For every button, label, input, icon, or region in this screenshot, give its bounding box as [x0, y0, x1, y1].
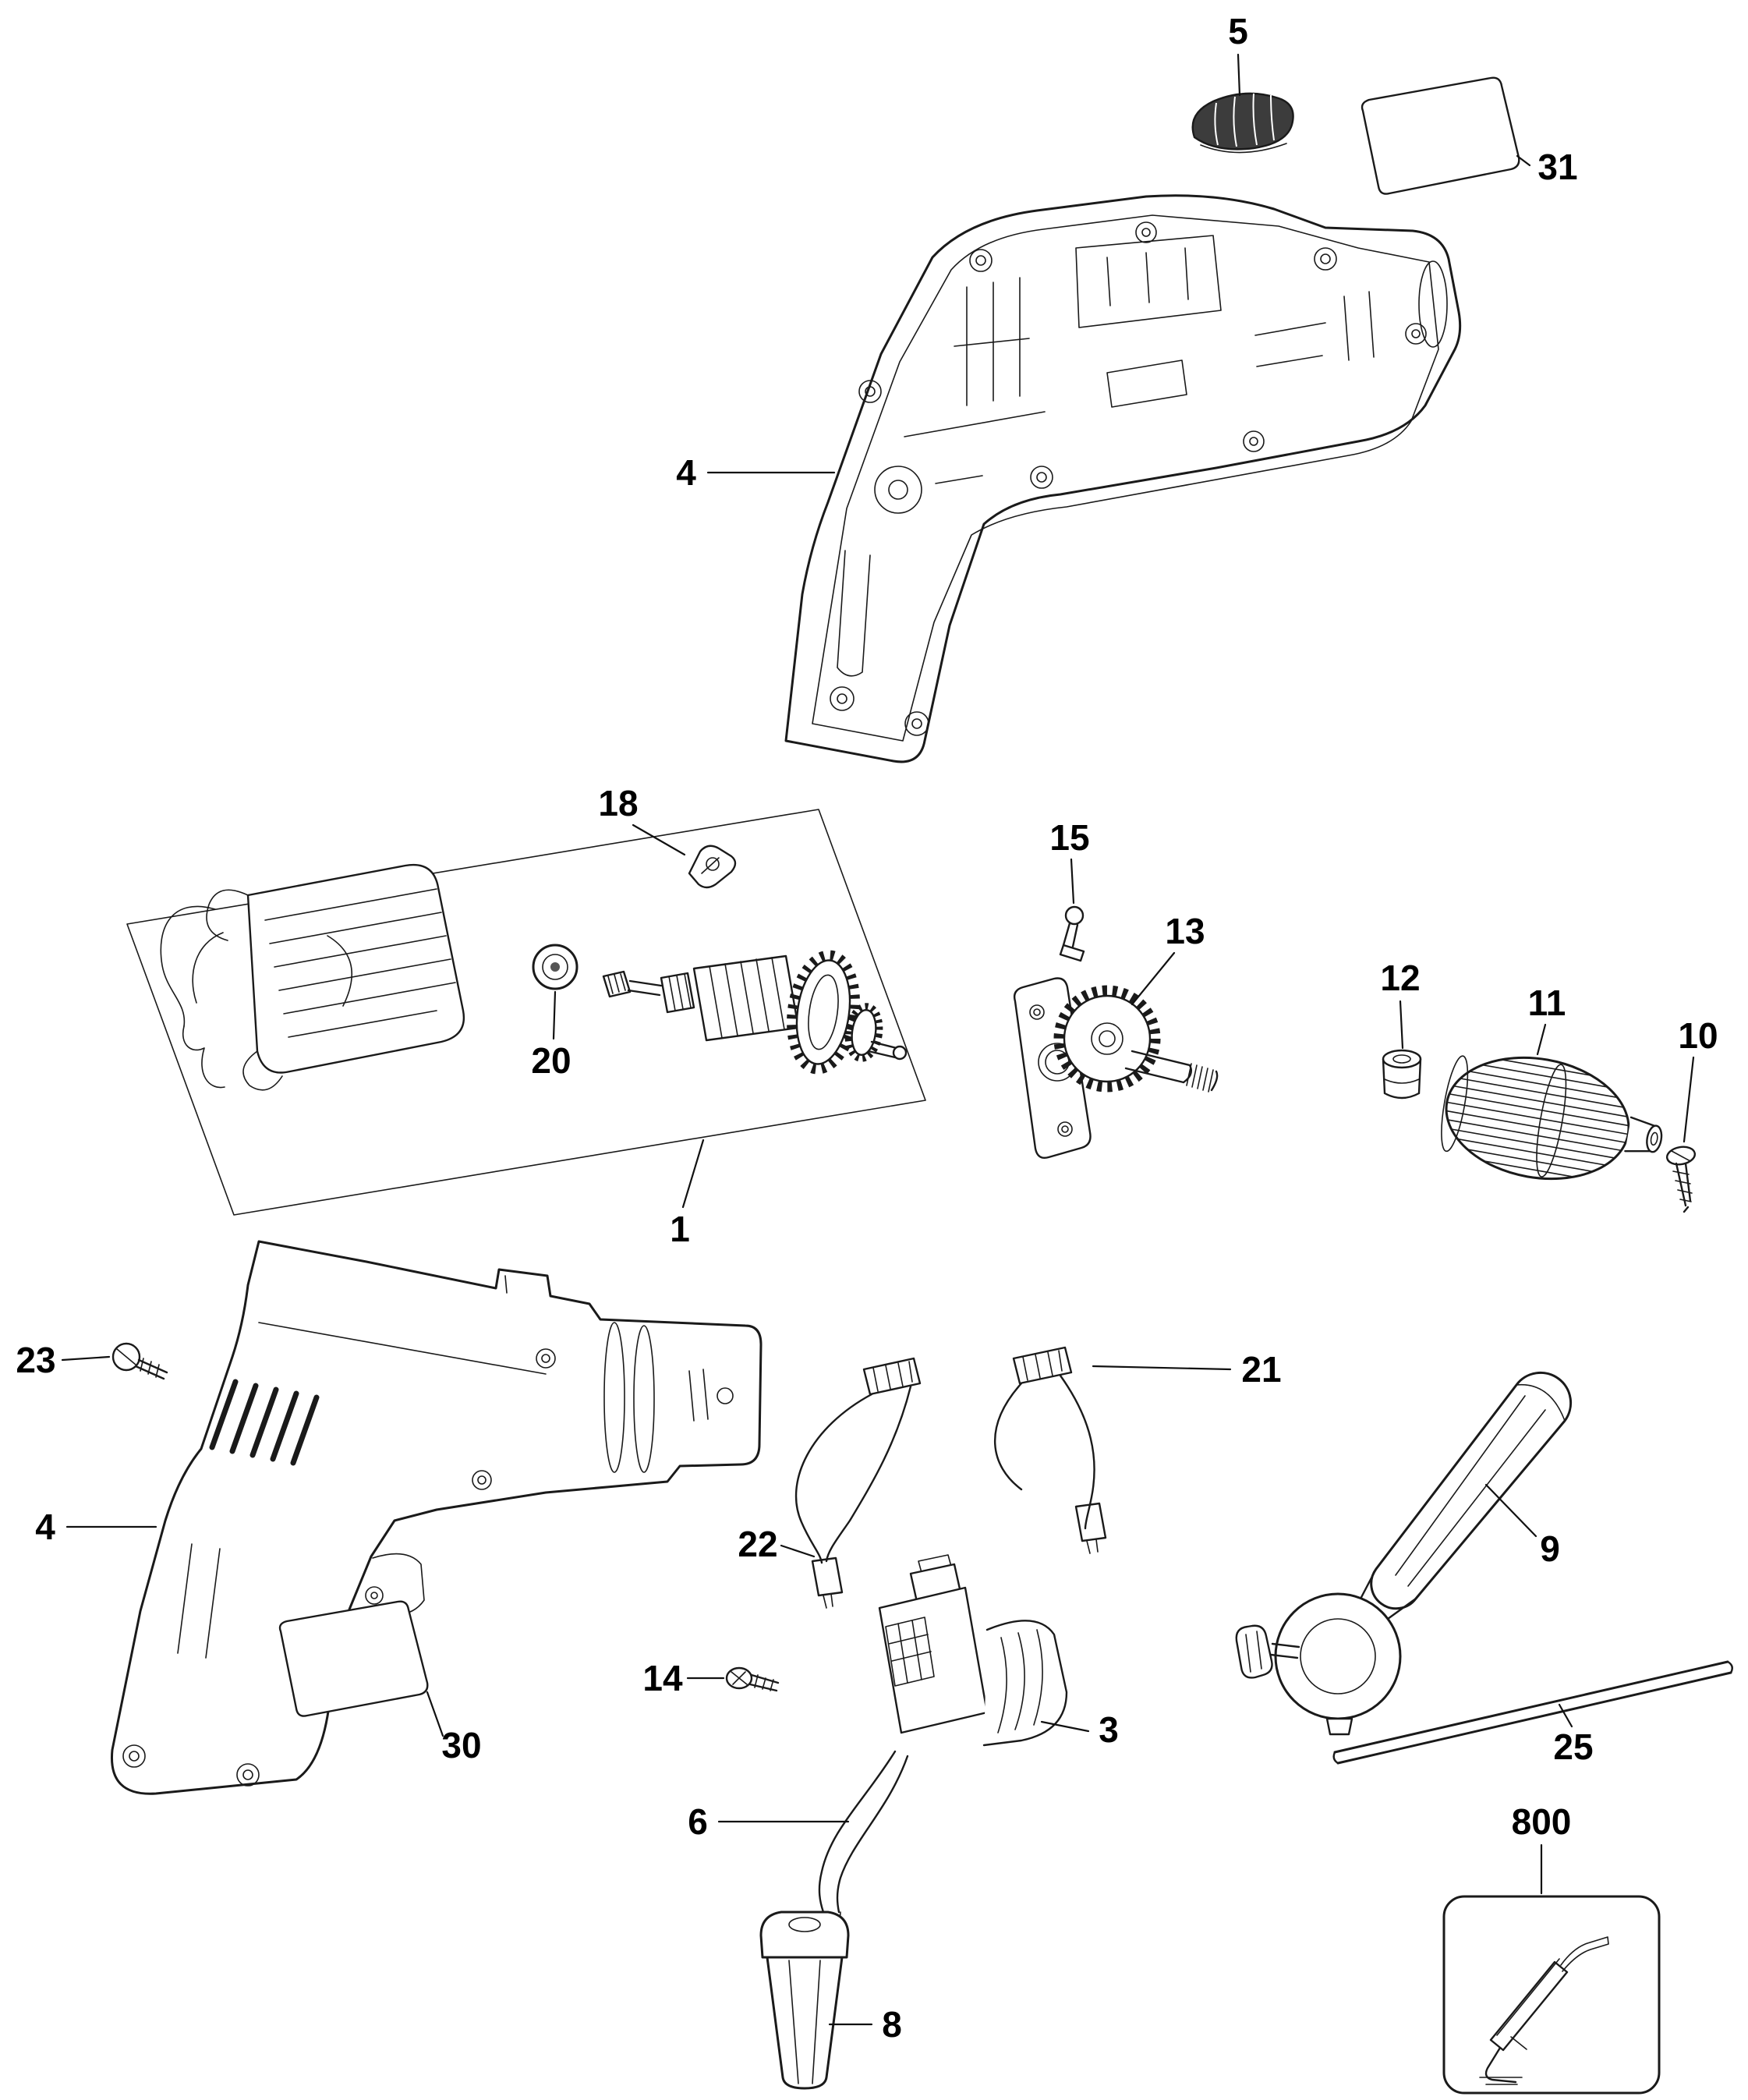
- leader-15: [1070, 858, 1075, 905]
- part-21-brush-assembly: [994, 1346, 1107, 1554]
- leader-1: [681, 1139, 705, 1209]
- leader-22: [780, 1544, 816, 1558]
- part-9-side-handle: [1235, 1371, 1573, 1736]
- callout-label-10: 10: [1678, 1015, 1718, 1056]
- callout-label-25: 25: [1553, 1726, 1593, 1767]
- callout-label-4-upper: 4: [676, 452, 696, 493]
- callout-label-4-lower: 4: [35, 1507, 55, 1547]
- callout-label-30: 30: [441, 1725, 481, 1765]
- part-1-motor-assembly: [126, 809, 926, 1216]
- callout-label-31: 31: [1537, 147, 1577, 187]
- part-3-switch: [878, 1554, 1068, 1747]
- part-11-chuck: [1441, 1055, 1663, 1181]
- armature-pinion: [844, 1003, 883, 1062]
- callout-label-20: 20: [531, 1040, 571, 1081]
- callout-label-8: 8: [882, 2004, 902, 2045]
- callout-label-13: 13: [1165, 911, 1205, 951]
- part-12-bushing: [1382, 1049, 1422, 1100]
- part-31-nameplate: [1361, 76, 1520, 195]
- grease-gun-icon: [1479, 1936, 1609, 2085]
- part-10-screw: [1665, 1146, 1697, 1213]
- part-15-retainer: [1059, 905, 1085, 962]
- callout-labels: 5 31 4 18 20 1 15 13 12 11 10 23 4 22 21…: [16, 11, 1718, 2045]
- callout-label-3: 3: [1099, 1709, 1119, 1750]
- part-30-nameplate: [278, 1600, 429, 1717]
- leader-25: [1558, 1703, 1573, 1728]
- leader-3: [1040, 1720, 1090, 1733]
- armature: [602, 950, 908, 1075]
- field-stator: [160, 863, 465, 1091]
- callout-label-23: 23: [16, 1340, 55, 1380]
- callout-label-14: 14: [642, 1658, 683, 1698]
- part-4-upper-housing: [784, 194, 1462, 763]
- leader-10: [1683, 1056, 1695, 1143]
- callout-label-1: 1: [670, 1209, 690, 1249]
- callout-label-21: 21: [1241, 1349, 1281, 1390]
- part-8-cord-protector: [759, 1911, 850, 2090]
- part-13-gear-spindle: [1013, 977, 1219, 1160]
- callout-label-18: 18: [598, 783, 638, 823]
- leader-31: [1516, 154, 1531, 167]
- callout-label-15: 15: [1049, 817, 1089, 858]
- part-6-lead-wires: [813, 1750, 909, 1935]
- callout-label-12: 12: [1380, 958, 1420, 998]
- part-22-brush-assembly: [794, 1357, 922, 1609]
- leader-30: [426, 1691, 444, 1737]
- callout-label-6: 6: [688, 1801, 708, 1842]
- part-4-lower-housing: [110, 1240, 763, 1795]
- part-800-service-kit: [1442, 1895, 1661, 2095]
- armature-fan: [787, 950, 860, 1075]
- part-23-screw: [111, 1342, 168, 1380]
- leader-12: [1399, 1000, 1404, 1050]
- callout-label-9: 9: [1540, 1528, 1560, 1569]
- leader-23: [61, 1355, 111, 1362]
- part-18-clip: [688, 845, 737, 889]
- leader-9: [1484, 1483, 1537, 1538]
- leader-lines: [61, 53, 1695, 2026]
- callout-label-22: 22: [738, 1524, 777, 1564]
- part-20-bearing: [532, 944, 579, 990]
- callout-label-11: 11: [1528, 983, 1566, 1023]
- part-14-screw: [725, 1666, 780, 1692]
- part-5-switch-button: [1191, 92, 1294, 154]
- leader-13: [1131, 951, 1176, 1006]
- leader-20: [552, 990, 557, 1040]
- part-25-depth-rod: [1332, 1660, 1733, 1765]
- leader-18: [632, 823, 686, 856]
- leader-5: [1237, 53, 1241, 97]
- leader-21: [1092, 1365, 1232, 1371]
- callout-label-800: 800: [1512, 1801, 1572, 1842]
- leader-11: [1536, 1023, 1547, 1056]
- callout-label-5: 5: [1228, 11, 1248, 51]
